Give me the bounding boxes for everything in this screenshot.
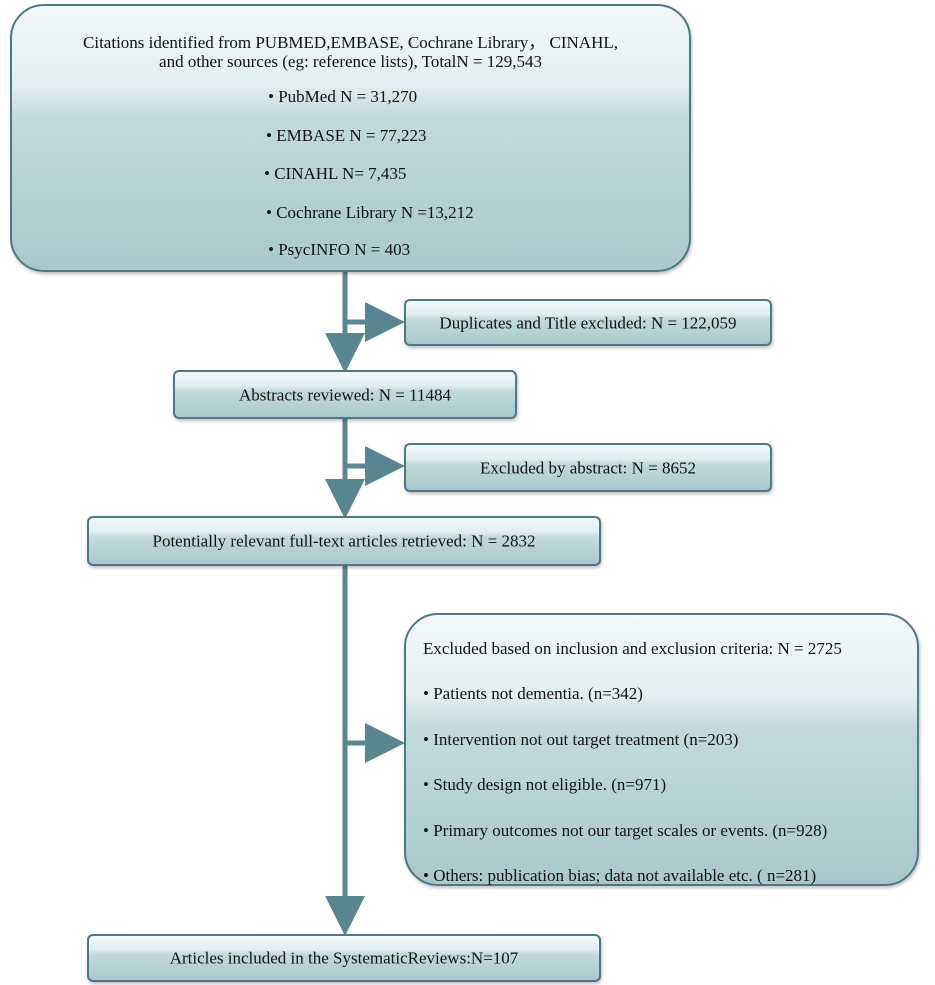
excluded-abstract-label: Excluded by abstract: N = 8652 bbox=[480, 458, 696, 477]
source-item-psycinfo: • PsycINFO N = 403 bbox=[268, 240, 411, 259]
abstracts-label: Abstracts reviewed: N = 11484 bbox=[239, 385, 451, 404]
criteria-item-intervention: • Intervention not out target treatment … bbox=[423, 730, 739, 749]
sources-title-line1: Citations identified from PUBMED,EMBASE,… bbox=[83, 33, 618, 52]
criteria-title: Excluded based on inclusion and exclusio… bbox=[423, 639, 842, 658]
excluded-abstract-box: Excluded by abstract: N = 8652 bbox=[404, 443, 772, 492]
source-item-cochrane: • Cochrane Library N =13,212 bbox=[266, 203, 474, 222]
source-item-cinahl: • CINAHL N= 7,435 bbox=[264, 164, 407, 183]
included-label: Articles included in the SystematicRevie… bbox=[169, 948, 519, 968]
included-box: Articles included in the SystematicRevie… bbox=[87, 934, 601, 982]
criteria-box: Excluded based on inclusion and exclusio… bbox=[404, 613, 919, 886]
duplicates-label: Duplicates and Title excluded: N = 122,0… bbox=[439, 313, 737, 332]
sources-title-line2: and other sources (eg: reference lists),… bbox=[159, 52, 542, 71]
abstracts-box: Abstracts reviewed: N = 11484 bbox=[173, 370, 517, 419]
fulltext-label: Potentially relevant full-text articles … bbox=[152, 531, 536, 551]
criteria-item-study-design: • Study design not eligible. (n=971) bbox=[423, 775, 667, 794]
source-item-pubmed: • PubMed N = 31,270 bbox=[268, 87, 418, 106]
fulltext-box: Potentially relevant full-text articles … bbox=[87, 516, 601, 566]
source-item-embase: • EMBASE N = 77,223 bbox=[266, 126, 427, 145]
duplicates-box: Duplicates and Title excluded: N = 122,0… bbox=[404, 299, 772, 346]
criteria-item-patients: • Patients not dementia. (n=342) bbox=[423, 684, 643, 703]
sources-box: Citations identified from PUBMED,EMBASE,… bbox=[10, 4, 691, 272]
criteria-item-others: • Others: publication bias; data not ava… bbox=[423, 866, 817, 885]
criteria-item-outcomes: • Primary outcomes not our target scales… bbox=[423, 821, 828, 840]
